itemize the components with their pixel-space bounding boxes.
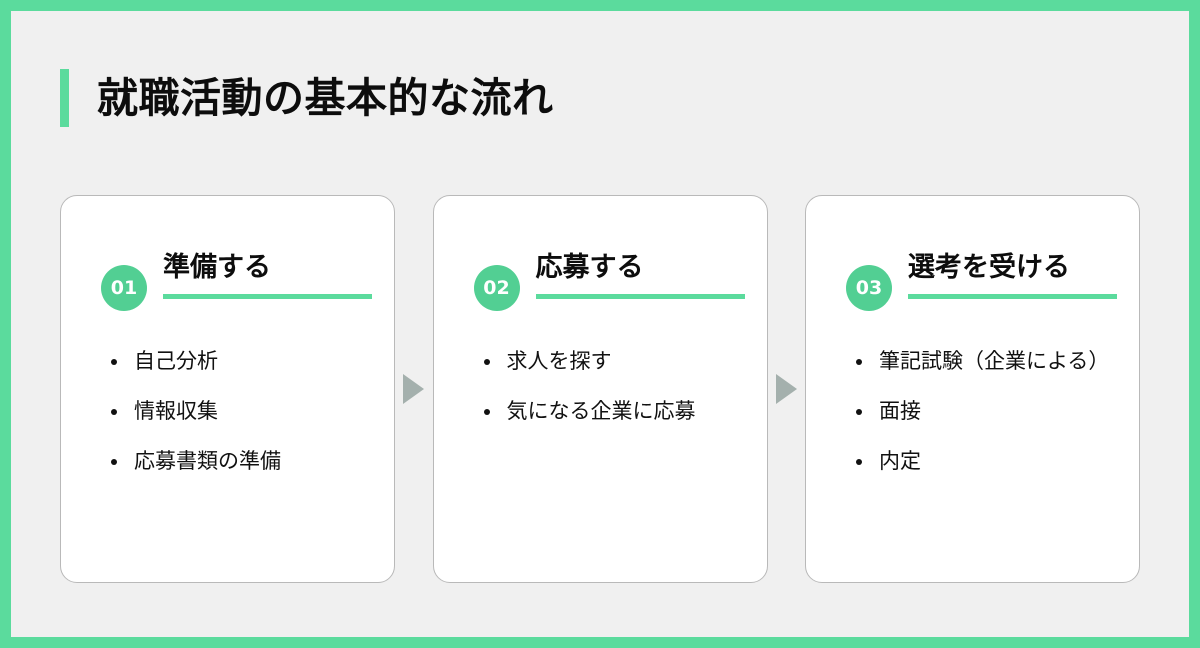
list-item: 情報収集 — [109, 397, 368, 427]
step-number-badge: 01 — [101, 265, 147, 311]
process-flow: 01 準備する 自己分析 情報収集 応募書類の準備 02 応募する — [60, 195, 1140, 583]
step-heading-group: 選考を受ける — [908, 252, 1117, 299]
list-item: 自己分析 — [109, 347, 368, 377]
step-heading-group: 応募する — [535, 252, 745, 299]
list-item: 筆記試験（企業による） — [854, 347, 1113, 377]
step-title: 選考を受ける — [908, 252, 1070, 283]
flow-step-card-01[interactable]: 01 準備する 自己分析 情報収集 応募書類の準備 — [60, 195, 395, 583]
list-item: 応募書類の準備 — [109, 447, 368, 477]
list-item: 気になる企業に応募 — [482, 397, 741, 427]
flow-step-card-03[interactable]: 03 選考を受ける 筆記試験（企業による） 面接 内定 — [805, 195, 1140, 583]
page-title-text: 就職活動の基本的な流れ — [97, 73, 554, 122]
step-header: 03 選考を受ける — [806, 252, 1139, 311]
step-bullet-list: 筆記試験（企業による） 面接 内定 — [806, 311, 1139, 476]
step-title: 準備する — [163, 252, 271, 283]
triangle-right-icon — [403, 374, 425, 404]
step-title: 応募する — [535, 252, 644, 283]
step-heading-group: 準備する — [163, 252, 372, 299]
step-header: 01 準備する — [61, 252, 394, 311]
list-item: 面接 — [854, 397, 1113, 427]
title-accent-bar — [60, 69, 69, 127]
step-title-underline — [163, 293, 372, 299]
flow-connector-1 — [395, 195, 433, 583]
flow-connector-2 — [768, 195, 806, 583]
step-header: 02 応募する — [434, 252, 767, 311]
step-number-badge: 03 — [846, 265, 892, 311]
flow-step-card-02[interactable]: 02 応募する 求人を探す 気になる企業に応募 — [432, 195, 768, 583]
list-item: 内定 — [854, 447, 1113, 477]
step-title-underline — [535, 293, 745, 299]
triangle-right-icon — [775, 374, 797, 404]
step-title-underline — [908, 293, 1117, 299]
page-title: 就職活動の基本的な流れ — [60, 69, 554, 127]
step-bullet-list: 求人を探す 気になる企業に応募 — [434, 311, 767, 427]
step-number-badge: 02 — [473, 265, 520, 311]
step-bullet-list: 自己分析 情報収集 応募書類の準備 — [61, 311, 394, 476]
slide-canvas: 就職活動の基本的な流れ 01 準備する 自己分析 情報収集 応募書類の準備 — [11, 11, 1189, 637]
list-item: 求人を探す — [482, 347, 741, 377]
